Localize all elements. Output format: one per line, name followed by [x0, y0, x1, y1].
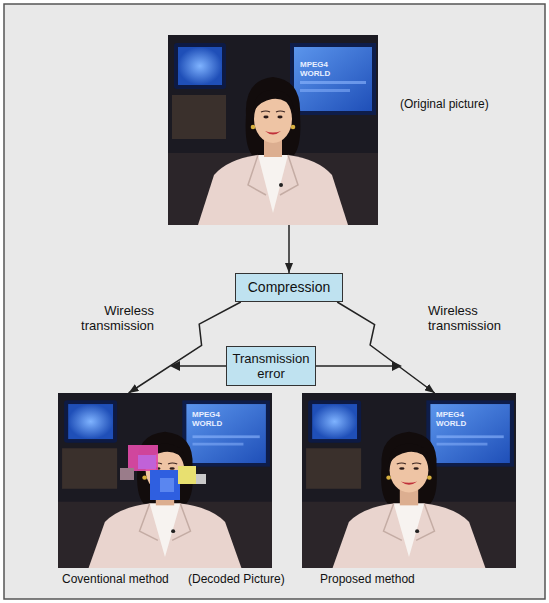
- box-text: Transmission error: [233, 351, 310, 381]
- edge-label: Wireless transmission: [62, 303, 154, 333]
- decoded-picture: Proposed method: [302, 393, 516, 568]
- picture-caption: Proposed method: [320, 572, 415, 586]
- process-box: Compression: [235, 273, 343, 302]
- conventional-photo: [58, 393, 272, 568]
- picture-caption: (Original picture): [400, 97, 489, 111]
- screen-text: MPEG4 WORLD: [192, 410, 232, 428]
- picture-caption: Coventional method: [62, 572, 169, 586]
- screen-text: MPEG4 WORLD: [436, 410, 476, 428]
- box-text: Compression: [248, 279, 330, 296]
- error-box: Transmission error: [226, 346, 317, 386]
- caption: (Decoded Picture): [188, 572, 285, 586]
- original-photo: [168, 35, 378, 225]
- edge-label: Wireless transmission: [428, 303, 520, 333]
- error-artifacts: [120, 445, 206, 500]
- connector: [288, 225, 290, 273]
- original-picture: (Original picture): [168, 35, 378, 225]
- decoded-picture: Coventional method: [58, 393, 272, 568]
- frame: [4, 4, 545, 599]
- screen-text: MPEG4 WORLD: [300, 60, 340, 78]
- proposed-photo: [302, 393, 516, 568]
- connector: [337, 302, 435, 393]
